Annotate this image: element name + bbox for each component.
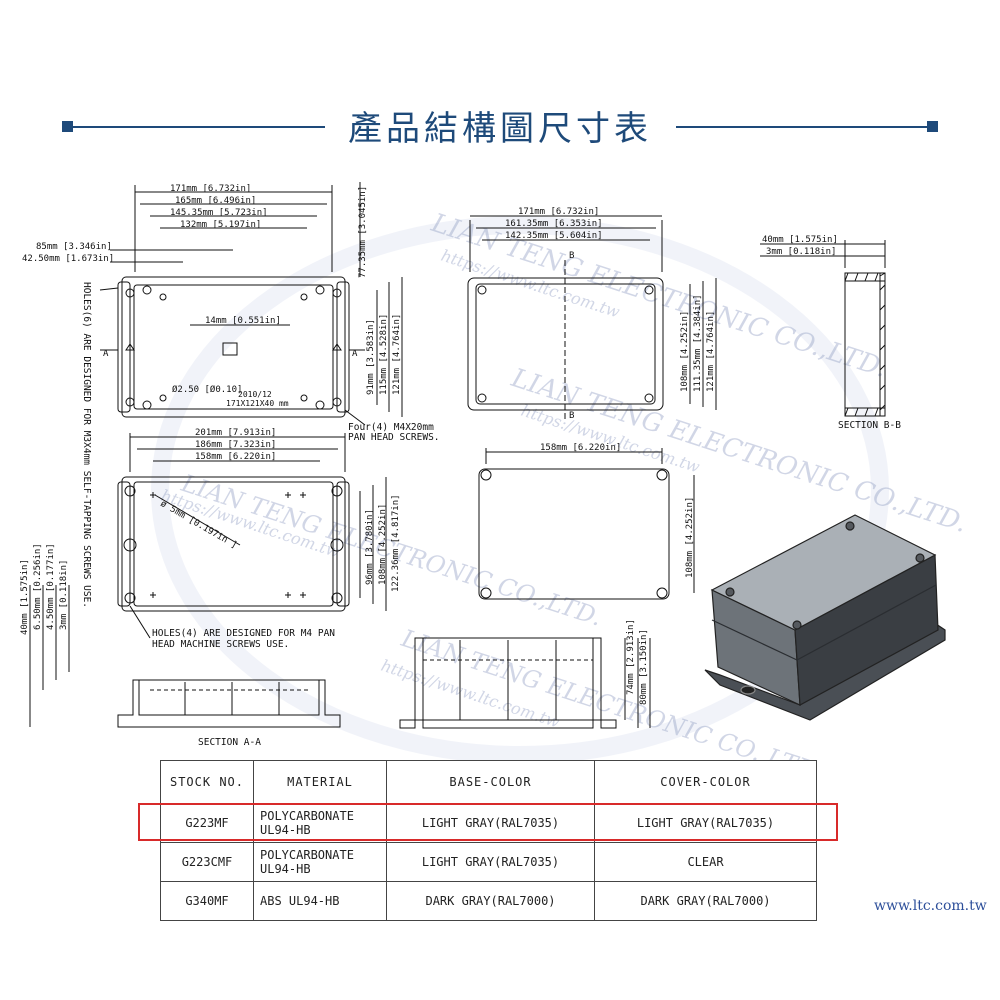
col-cover-color: COVER-COLOR [594,760,817,804]
base-top-dimensions: 171mm [6.732in] 165mm [6.496in] 145.35mm… [22,184,440,608]
col-stock: STOCK NO. [160,760,254,804]
cover-inside-dimensions: 171mm [6.732in] 161.35mm [6.353in] 142.3… [505,207,716,421]
dim-121: 121mm [4.764in] [392,314,402,395]
section-aa-dimensions: 40mm [1.575in] 6.50mm [0.256in] 4.50mm [… [20,543,261,748]
section-header: 產品結構圖尺寸表 [0,95,1000,155]
section-mark-b-top: B [569,251,574,261]
dim-171: 171mm [6.732in] [170,184,251,194]
cell-base-color: DARK GRAY(RAL7000) [386,881,595,921]
stamp-date: 2010/12 [238,390,272,399]
dim-b158: 158mm [6.220in] [195,452,276,462]
cell-base-color: LIGHT GRAY(RAL7035) [386,842,595,882]
dim-132: 132mm [5.197in] [180,220,261,230]
dim-c171: 171mm [6.732in] [518,207,599,217]
dim-77: 77.35mm [3.045in] [358,186,368,278]
table-header-row: STOCK NO. MATERIAL BASE-COLOR COVER-COLO… [160,760,817,804]
section-mark-a-left: A [103,349,109,359]
header-rule-left [70,126,325,128]
side-section-dimensions: 74mm [2.913in] 80mm [3.150in] [626,619,649,705]
page-title: 產品結構圖尺寸表 [348,109,652,149]
dim-s40: 40mm [1.575in] [762,235,838,245]
dim-91: 91mm [3.583in] [366,319,376,395]
dim-sr74: 74mm [2.913in] [626,619,636,695]
dim-sa650: 6.50mm [0.256in] [33,543,43,630]
cell-stock: G223CMF [160,842,254,882]
dim-cv121: 121mm [4.764in] [706,311,716,392]
col-base-color: BASE-COLOR [386,760,595,804]
box-3d-view [704,514,946,721]
cell-cover-color: DARK GRAY(RAL7000) [594,881,817,921]
note-holes-4-line-1: HOLES(4) ARE DESIGNED FOR M4 PAN [152,628,335,639]
dim-14: 14mm [0.551in] [205,316,281,326]
note-screws-line-2: PAN HEAD SCREWS. [348,432,440,443]
cover-inside-view [467,215,717,420]
section-mark-b-bottom: B [569,411,574,421]
dim-42: 42.50mm [1.673in] [22,254,114,264]
dim-cv111: 111.35mm [4.384in] [693,294,703,392]
dim-bv96: 96mm [3.780in] [365,509,375,585]
section-aa-view [29,585,341,728]
col-material: MATERIAL [253,760,387,804]
dim-165: 165mm [6.496in] [175,196,256,206]
dim-sa3: 3mm [0.118in] [59,560,69,630]
base-top-view [99,182,403,426]
side-section-view [399,637,651,729]
note-screws-line-1: Four(4) M4X20mm [348,422,434,433]
header-dot-left [62,121,73,132]
dim-sa40: 40mm [1.575in] [20,559,30,635]
label-section-bb: SECTION B-B [838,420,901,431]
dim-b186: 186mm [7.323in] [195,440,276,450]
stamp-size: 171X121X40 mm [226,399,289,408]
dim-lv108: 108mm [4.252in] [685,497,695,578]
cell-material: ABS UL94-HB [253,881,387,921]
dim-c142: 142.35mm [5.604in] [505,231,603,241]
header-rule-right [676,126,932,128]
spec-table: STOCK NO. MATERIAL BASE-COLOR COVER-COLO… [160,760,817,921]
lid-top-view [478,448,695,600]
section-mark-a-right: A [352,349,358,359]
dim-sr80: 80mm [3.150in] [639,629,649,705]
header-dot-right [927,121,938,132]
table-row: G340MF ABS UL94-HB DARK GRAY(RAL7000) DA… [160,881,817,921]
note-holes-6: HOLES(6) ARE DESIGNED FOR M3X4mm SELF-TA… [81,282,92,608]
dim-b201: 201mm [7.913in] [195,428,276,438]
dim-85: 85mm [3.346in] [36,242,112,252]
dim-115: 115mm [4.528in] [379,314,389,395]
cell-cover-color: CLEAR [594,842,817,882]
lid-top-dimensions: 158mm [6.220in] 108mm [4.252in] [540,443,695,578]
cell-stock: G340MF [160,881,254,921]
dim-l158: 158mm [6.220in] [540,443,621,453]
dim-sa450: 4.50mm [0.177in] [46,543,56,630]
dim-d250: Ø2.50 [Ø0.10] [172,384,242,395]
note-holes-4-line-2: HEAD MACHINE SCREWS USE. [152,639,289,650]
highlight-box [138,803,838,841]
section-bb-view [760,240,886,417]
technical-drawing: LIAN TENG ELECTRONIC CO.,LTD. https://ww… [20,182,971,760]
section-bb-dimensions: 40mm [1.575in] 3mm [0.118in] SECTION B-B [762,235,901,431]
dim-bv122: 122.36mm [4.817in] [391,494,401,592]
base-bottom-view [117,433,387,639]
website-link[interactable]: www.ltc.com.tw [874,898,987,914]
label-section-aa: SECTION A-A [198,737,261,748]
dim-c161: 161.35mm [6.353in] [505,219,603,229]
dim-bv108: 108mm [4.252in] [378,504,388,585]
dim-145: 145.35mm [5.723in] [170,208,268,218]
dim-cv108: 108mm [4.252in] [680,311,690,392]
dim-s3: 3mm [0.118in] [766,247,836,257]
